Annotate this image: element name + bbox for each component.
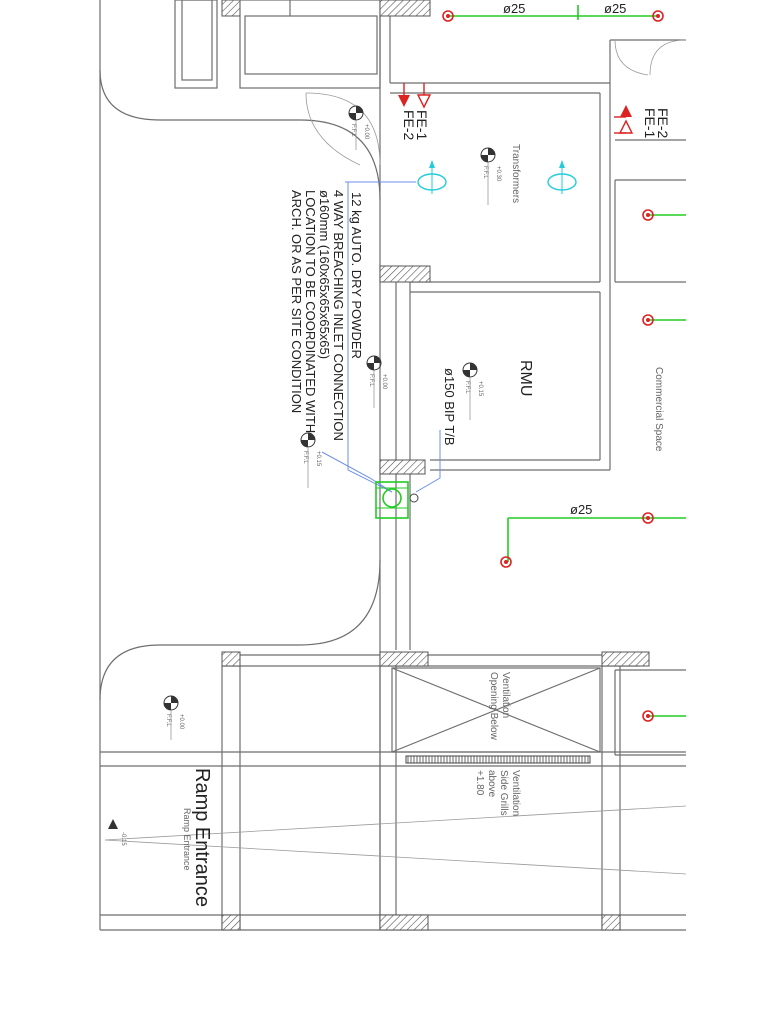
hatched-columns [221,0,650,931]
ventilation-grille [407,756,589,763]
sprinkler-head-icon [442,10,454,22]
room-label-transformers: Transformers [510,144,521,203]
level-marker-icon [348,105,364,121]
sprinkler-head-icon [642,710,654,722]
sprinkler-head-icon [500,556,512,568]
fe-label: FE-1 [642,108,658,139]
pipe-size-label: ø25 [570,502,592,517]
pipe-size-label: ø25 [503,1,525,16]
room-label-ramp: Ramp Entrance [191,768,213,907]
level-value: +0.15 [477,381,483,397]
level-value: +0.00 [178,714,184,730]
sprinkler-head-icon [642,209,654,221]
level-marker-icons [108,105,496,829]
fan-icon [417,160,447,194]
fe-label: FE-2 [401,110,417,141]
room-label-rmu: RMU [517,360,534,396]
fan-icon [547,160,577,194]
note-breaching-3: LOCATION TO BE COORDINATED WITH [303,190,318,433]
structure-lines [99,0,687,931]
note-breaching-1: 4 WAY BREACHING INLET CONNECTION [331,190,346,441]
vent-grills-label-1: Ventilation [510,770,521,816]
level-marker-icon [480,147,496,163]
sprinkler-heads [442,10,664,722]
pipe-size-label: ø25 [604,1,626,16]
doors [305,39,687,166]
breaching-inlet [375,481,419,519]
level-marker-icon [108,819,118,829]
level-marker-icon [163,695,179,711]
fire-extinguisher-icon [398,83,410,107]
note-breaching-2: ø160mm (160x65x65x65x65) [317,190,332,359]
level-ref: F.F.L [482,166,488,179]
exhaust-fans [417,160,577,194]
sprinkler-head-icon [642,314,654,326]
vent-grills-label-2: Side Grills [498,770,509,816]
level-value: +0.00 [363,124,369,140]
sprinkler-head-icon [652,10,664,22]
level-value: -0.15 [120,832,126,846]
leader-lines [321,181,441,493]
sprinkler-head-icon [642,512,654,524]
fire-extinguisher-icon [614,119,634,134]
fire-extinguisher-symbols [398,83,634,134]
note-powder: 12 kg AUTO. DRY POWDER [349,192,364,359]
level-marker-icon [366,355,382,371]
level-value: +0.15 [315,451,321,467]
vent-opening-label-2: Opening Below [488,672,499,741]
sprinkler-pipes [448,5,686,717]
level-marker-icon [462,362,478,378]
fire-extinguisher-icon [614,105,632,118]
note-pipe: ø150 BIP T/B [442,368,457,446]
note-breaching-4: ARCH. OR AS PER SITE CONDITION [289,190,304,413]
level-ref: F.F.L [350,124,356,137]
fe-label: FE-2 [655,108,671,139]
level-ref: F.F.L [464,381,470,394]
level-value: +0.30 [495,166,501,182]
room-label-commercial: Commercial Space [653,367,664,452]
vent-grills-label-3: above [486,770,497,798]
fe-label: FE-1 [414,110,430,141]
room-label-ramp-sub: Ramp Entrance [182,808,192,871]
vent-opening-label-1: Ventilation [500,672,511,718]
level-ref: F.F.L [165,714,171,727]
top-equipment-box [174,0,381,89]
fire-extinguisher-icon [416,83,432,109]
level-ref: F.F.L [368,374,374,387]
level-marker-icon [300,432,316,448]
level-value: +0.00 [381,374,387,390]
drawing-labels: ø25 ø25 ø25 FE-1 FE-2 FE-2 FE-1 Transfor… [120,1,671,907]
level-ref: F.F.L [302,451,308,464]
vent-grills-label-4: +1.80 [474,770,485,796]
